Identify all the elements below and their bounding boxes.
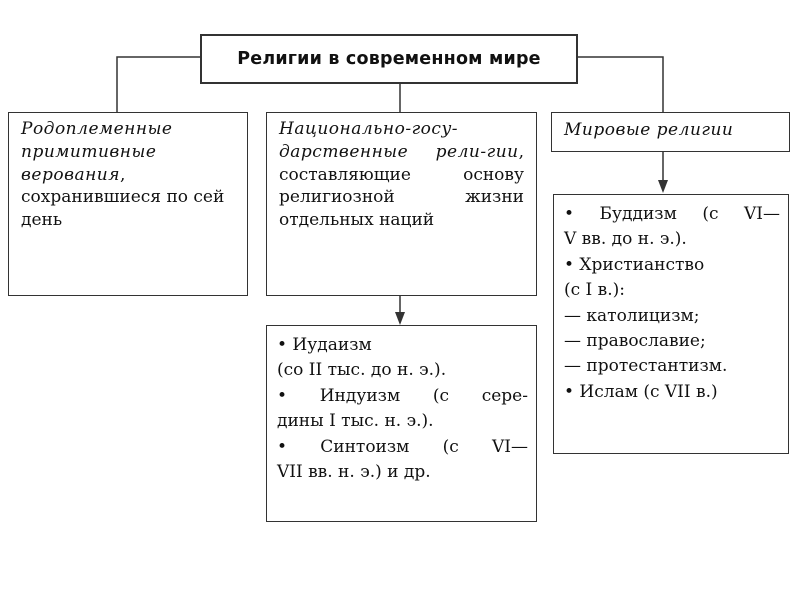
list-item: • Буддизм (с VI—	[564, 204, 780, 224]
category-tribal-italic: Родоплеменные примитивные верования	[21, 119, 173, 185]
category-world-italic: Мировые религии	[564, 120, 734, 140]
list-item: • Иудаизм	[277, 335, 372, 355]
category-world-religions: Мировые религии	[551, 112, 790, 152]
category-tribal-rest: , сохранившиеся по сей день	[21, 164, 225, 231]
diagram-title-text: Религии в современном мире	[237, 49, 541, 69]
national-religions-list: • Иудаизм (со II тыс. до н. э.). • Индуи…	[266, 325, 537, 522]
list-item: — протестантизм.	[564, 356, 728, 377]
list-item: VII вв. н. э.) и др.	[277, 462, 431, 483]
list-item: • Ислам (с VII в.)	[564, 381, 718, 402]
list-item: V вв. до н. э.).	[564, 229, 687, 250]
category-national-italic: Национально-госу-дарственные рели-гии	[279, 119, 519, 162]
list-item: • Индуизм (с сере-	[277, 385, 528, 406]
list-item: дины I тыс. н. э.).	[277, 411, 434, 432]
list-item: (со II тыс. до н. э.).	[277, 360, 447, 381]
connector-title-tribal	[116, 56, 200, 112]
category-national-religions: Национально-госу-дарственные рели-гии, с…	[266, 112, 537, 296]
list-item: — католицизм;	[564, 305, 700, 326]
arrow-world-head	[658, 180, 668, 193]
arrow-national-head	[395, 312, 405, 325]
world-religions-list: • Буддизм (с VI— V вв. до н. э.). • Хрис…	[553, 194, 789, 454]
list-item: (с I в.):	[564, 280, 626, 301]
list-item: • Синтоизм (с VI—	[277, 436, 528, 457]
diagram-title: Религии в современном мире	[200, 34, 578, 84]
category-national-rest: , составляющие основу религиозной жизни …	[279, 141, 524, 231]
category-tribal-beliefs: Родоплеменные примитивные верования, сох…	[8, 112, 248, 296]
list-item: • Христианство	[564, 254, 705, 275]
list-item: — православие;	[564, 331, 706, 352]
connector-title-world	[578, 56, 664, 112]
